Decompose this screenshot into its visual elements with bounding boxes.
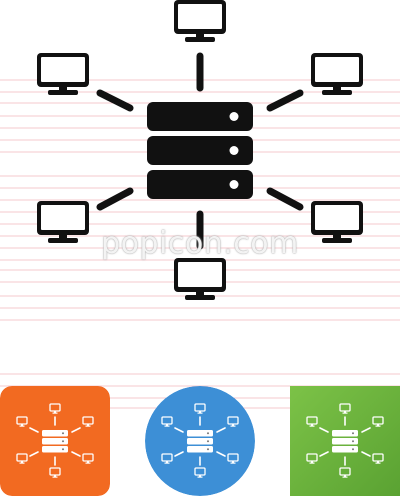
orange-rounded-square-icon (0, 386, 110, 496)
server-unit-icon (147, 102, 253, 131)
green-square-icon (290, 386, 400, 496)
server-unit-icon (147, 136, 253, 165)
server-unit-icon (147, 170, 253, 199)
server-network-icon (37, 0, 363, 300)
blue-circle-icon (145, 386, 255, 496)
